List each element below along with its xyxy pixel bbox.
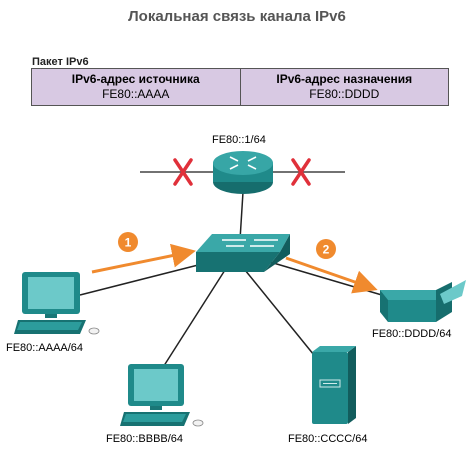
diagram-title: Локальная связь канала IPv6 [128,8,346,25]
step-2-badge: 2 [316,239,336,259]
arrow-step-2 [285,256,378,294]
pc-left-icon [14,272,100,335]
switch-printer-link [269,261,393,299]
packet-label: Пакет IPv6 [32,56,89,68]
arrow-step-1 [91,243,196,274]
destination-address-value: FE80::DDDD [309,87,380,101]
switch-icon [196,234,290,272]
server-address-label: FE80::CCCC/64 [288,433,368,445]
server-icon [312,346,356,424]
router-address-label: FE80::1/64 [212,134,266,146]
printer-address-label: FE80::DDDD/64 [372,328,452,340]
switch-pc-bottom-link [159,269,226,373]
pc-left-address-label: FE80::AAAA/64 [6,342,84,354]
router-icon [213,151,273,194]
source-address-cell: IPv6-адрес источника FE80::AAAA [32,69,240,105]
step-2-number: 2 [323,243,330,257]
router-switch-link [239,191,244,241]
step-1-badge: 1 [118,232,138,252]
step-1-number: 1 [125,236,132,250]
blocked-left-cross-icon [173,158,193,186]
pc-bottom-address-label: FE80::BBBB/64 [106,433,184,445]
switch-server-link [244,269,319,361]
destination-address-header: IPv6-адрес назначения [276,72,413,86]
ipv6-packet-header: IPv6-адрес источника FE80::AAAA IPv6-адр… [31,68,449,106]
source-address-header: IPv6-адрес источника [71,72,200,86]
printer-icon [380,280,466,322]
pc-bottom-icon [120,364,204,427]
switch-pc-left-link [79,261,211,296]
source-address-value: FE80::AAAA [102,87,170,101]
blocked-right-cross-icon [291,158,311,186]
destination-address-cell: IPv6-адрес назначения FE80::DDDD [239,69,449,105]
